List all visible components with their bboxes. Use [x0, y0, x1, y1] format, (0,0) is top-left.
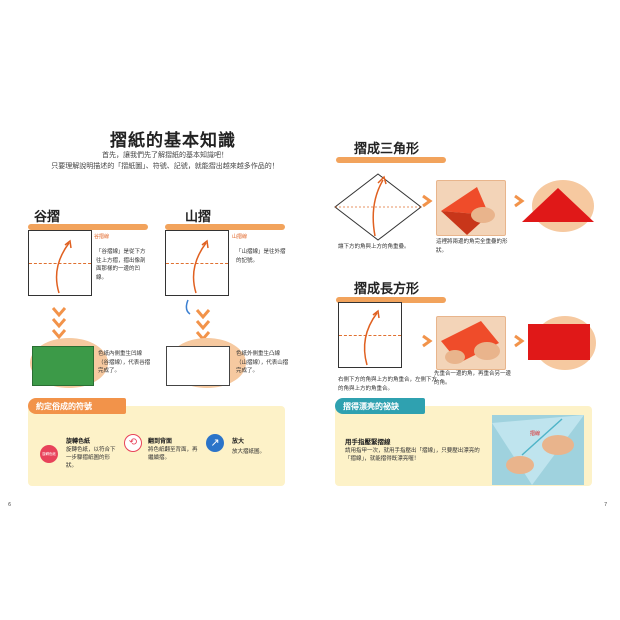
- legend-item-flip-head: 翻到背面: [148, 438, 173, 445]
- chevron-right-icon: [422, 194, 433, 208]
- rotate-icon: 旋轉色紙: [40, 445, 58, 463]
- rectangle-section-bar: [336, 297, 446, 303]
- rectangle-caption-2: 先重合一邊的角，再重合另一邊的角。: [434, 371, 512, 386]
- symbols-panel-tab: 約定俗成的符號: [28, 398, 126, 414]
- legend-item-rotate-head: 旋轉色紙: [66, 438, 91, 445]
- mountain-fold-line: [166, 263, 228, 264]
- valley-fold-line: [29, 263, 91, 264]
- symbols-panel: [28, 406, 285, 486]
- page-title: 摺紙的基本知識: [110, 131, 236, 151]
- mountain-fold-line-label: 山摺線: [232, 234, 248, 240]
- rectangle-section-header: 摺成長方形: [336, 278, 446, 303]
- tips-head: 用手指壓緊摺線: [345, 438, 391, 446]
- mountain-fold-header: 山摺: [165, 206, 285, 230]
- legend-item-flip-text: 將色紙翻至背面，再繼續摺。: [148, 447, 198, 461]
- fold-arrow-icon: [55, 239, 72, 294]
- mountain-fold-result-sheet: [166, 346, 230, 386]
- mountain-fold-tab-bar: [165, 224, 285, 230]
- valley-fold-tab-bar: [28, 224, 148, 230]
- intro-line-1: 首先，讓我們先了解摺紙的基本知識吧！: [102, 151, 228, 159]
- page-number-left: 6: [8, 502, 12, 508]
- rotate-icon-label: 旋轉色紙: [42, 452, 56, 456]
- valley-fold-result-description: 色紙內側重生凹線（谷摺線），代表谷摺完成了。: [98, 351, 151, 374]
- triangle-photo-image: [441, 187, 495, 235]
- fold-arrow-icon: [363, 309, 380, 366]
- mountain-fold-result-description: 色紙外側重生凸線（山摺線），代表山摺完成了。: [236, 351, 289, 374]
- rectangle-result: [528, 324, 590, 360]
- triangle-result: [522, 188, 594, 222]
- chevron-right-icon: [514, 334, 525, 348]
- mountain-fold-tab: 山摺: [185, 210, 212, 225]
- valley-fold-tab: 谷摺: [34, 210, 61, 225]
- rectangle-section-title: 摺成長方形: [354, 282, 420, 297]
- valley-fold-header: 谷摺: [28, 206, 148, 230]
- tips-photo: [492, 415, 584, 485]
- triangle-section-title: 摺成三角形: [354, 142, 420, 157]
- mountain-fold-description: 「山摺線」是往外摺的記號。: [236, 249, 286, 264]
- triangle-caption-2: 這裡將兩邊的角完全重疊的形狀。: [436, 239, 508, 254]
- chevron-right-icon: [422, 334, 433, 348]
- rectangle-diagram: [338, 302, 402, 368]
- valley-fold-result-sheet: [32, 346, 94, 386]
- legend-item-zoom-head: 放大: [232, 438, 245, 445]
- book-spread: 摺紙的基本知識 首先，讓我們先了解摺紙的基本知識吧！ 只要理解說明描述的「摺紙圖…: [0, 88, 620, 528]
- triangle-section-bar: [336, 157, 446, 163]
- valley-fold-line-label: 谷摺線: [94, 234, 110, 240]
- tips-photo-image: [492, 415, 584, 485]
- legend-item-zoom-text: 放大摺紙圖。: [232, 449, 266, 455]
- flip-icon: ⟲: [124, 434, 142, 452]
- zoom-icon: ↗: [206, 434, 224, 452]
- intro-line-2: 只要理解說明描述的「摺紙圖」、符號、記號，就能摺出越來越多作品的！: [51, 162, 279, 170]
- rectangle-photo: [436, 316, 506, 370]
- rectangle-photo-image: [441, 321, 500, 364]
- rectangle-caption-1: 右側下方的角與上方的角重合，左側下方的角與上方的角重合。: [338, 377, 438, 392]
- legend-item-rotate-text: 旋轉色紙，以符合下一步驟摺紙圖的形狀。: [66, 447, 116, 469]
- page-number-right: 7: [604, 502, 608, 508]
- rectangle-fold-line: [339, 335, 401, 336]
- triangle-section-header: 摺成三角形: [336, 138, 446, 163]
- intro-text: 首先，讓我們先了解摺紙的基本知識吧！ 只要理解說明描述的「摺紙圖」、符號、記號，…: [40, 150, 290, 172]
- valley-fold-description: 「谷摺線」是從下方往上方摺，摺出像剖面那樣的一邊的凹線。: [96, 249, 146, 281]
- triangle-diagram: [334, 173, 422, 241]
- fold-arrow-icon: [192, 239, 209, 294]
- mountain-fold-diagram: [165, 230, 229, 296]
- tips-text: 請用指甲一次，就用手指壓出「摺線」，只要壓出漂亮的「摺線」，就能摺得既漂亮喔！: [345, 448, 480, 462]
- triangle-caption-1: 讓下方的角與上方的角重疊。: [338, 244, 410, 250]
- triangle-photo: [436, 180, 506, 236]
- chevron-down-icon: [52, 307, 66, 340]
- tips-photo-label: 摺線: [530, 431, 541, 437]
- tips-panel-tab: 摺得漂亮的祕訣: [335, 398, 425, 414]
- chevron-right-icon: [514, 194, 525, 208]
- valley-fold-diagram: [28, 230, 92, 296]
